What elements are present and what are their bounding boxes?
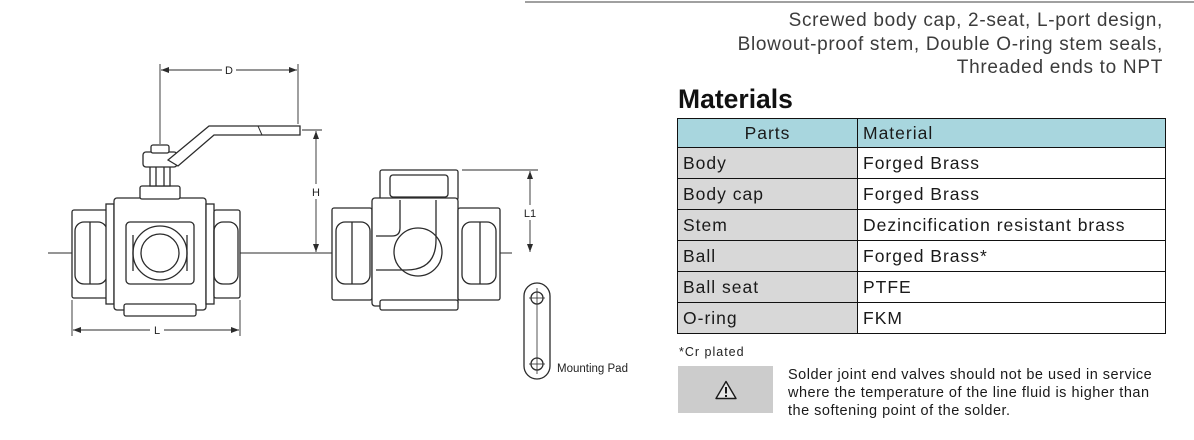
column-header-parts: Parts: [677, 118, 858, 148]
dimension-l-label: L: [154, 325, 160, 337]
materials-table: Parts Material Body Forged Brass Body ca…: [677, 118, 1166, 334]
materials-footnote: *Cr plated: [679, 345, 745, 359]
dimension-h: [302, 129, 322, 252]
table-header-row: Parts Material: [677, 118, 1166, 148]
part-cell: Body cap: [677, 178, 858, 210]
l-port-passage: [376, 200, 401, 237]
side-ball: [393, 227, 443, 277]
warning-line: Solder joint end valves should not be us…: [788, 367, 1153, 383]
part-cell: O-ring: [677, 302, 858, 334]
stem: [149, 165, 171, 187]
table-row: Ball Forged Brass*: [677, 240, 1166, 272]
body-bottom-plate: [123, 303, 197, 317]
dimension-h-label: H: [312, 187, 320, 199]
table-row: Body cap Forged Brass: [677, 178, 1166, 210]
valve-technical-drawing: D H L L1: [48, 63, 628, 380]
material-cell: Forged Brass: [857, 147, 1166, 179]
materials-heading: Materials: [678, 84, 793, 114]
side-view-valve-body: [331, 169, 501, 311]
part-cell: Body: [677, 147, 858, 179]
part-cell: Stem: [677, 209, 858, 241]
side-right-connector: [457, 207, 501, 301]
stem-assembly: [139, 144, 181, 200]
lever-handle: [166, 125, 301, 167]
material-cell: FKM: [857, 302, 1166, 334]
side-bottom-plate: [379, 299, 459, 311]
warning-message: Solder joint end valves should not be us…: [788, 366, 1152, 420]
stem-cap: [150, 144, 170, 154]
material-cell: Dezincification resistant brass: [857, 209, 1166, 241]
dimension-d: [159, 63, 299, 144]
side-top-thread: [389, 174, 449, 198]
table-row: O-ring FKM: [677, 302, 1166, 334]
table-row: Ball seat PTFE: [677, 271, 1166, 303]
warning-line: the softening point of the solder.: [788, 403, 1011, 419]
material-cell: Forged Brass: [857, 178, 1166, 210]
bonnet: [139, 185, 181, 200]
warning-line: where the temperature of the line fluid …: [788, 385, 1150, 401]
warning-triangle-icon: [714, 380, 737, 399]
table-row: Body Forged Brass: [677, 147, 1166, 179]
part-cell: Ball: [677, 240, 858, 272]
warning-icon-box: [678, 366, 773, 413]
dimension-l: [71, 300, 241, 337]
mounting-pad: [523, 282, 551, 380]
product-description: Screwed body cap, 2-seat, L-port design,…: [738, 9, 1163, 80]
material-cell: Forged Brass*: [857, 240, 1166, 272]
description-line: Threaded ends to NPT: [956, 57, 1163, 78]
mounting-pad-label: Mounting Pad: [557, 363, 628, 375]
right-threaded-bore: [213, 221, 239, 285]
description-line: Blowout-proof stem, Double O-ring stem s…: [737, 33, 1163, 55]
table-row: Stem Dezincification resistant brass: [677, 209, 1166, 241]
front-view-valve-body: [71, 197, 241, 317]
column-header-material: Material: [857, 118, 1166, 148]
ball-chamber: [125, 221, 195, 285]
description-line: Screwed body cap, 2-seat, L-port design,: [788, 10, 1163, 31]
side-center-body: [371, 197, 459, 307]
part-cell: Ball seat: [677, 271, 858, 303]
dimension-l1-label: L1: [524, 208, 536, 220]
material-cell: PTFE: [857, 271, 1166, 303]
dimension-l1: [462, 169, 540, 252]
top-divider-line: [525, 1, 1194, 3]
dimension-d-label: D: [225, 65, 233, 77]
